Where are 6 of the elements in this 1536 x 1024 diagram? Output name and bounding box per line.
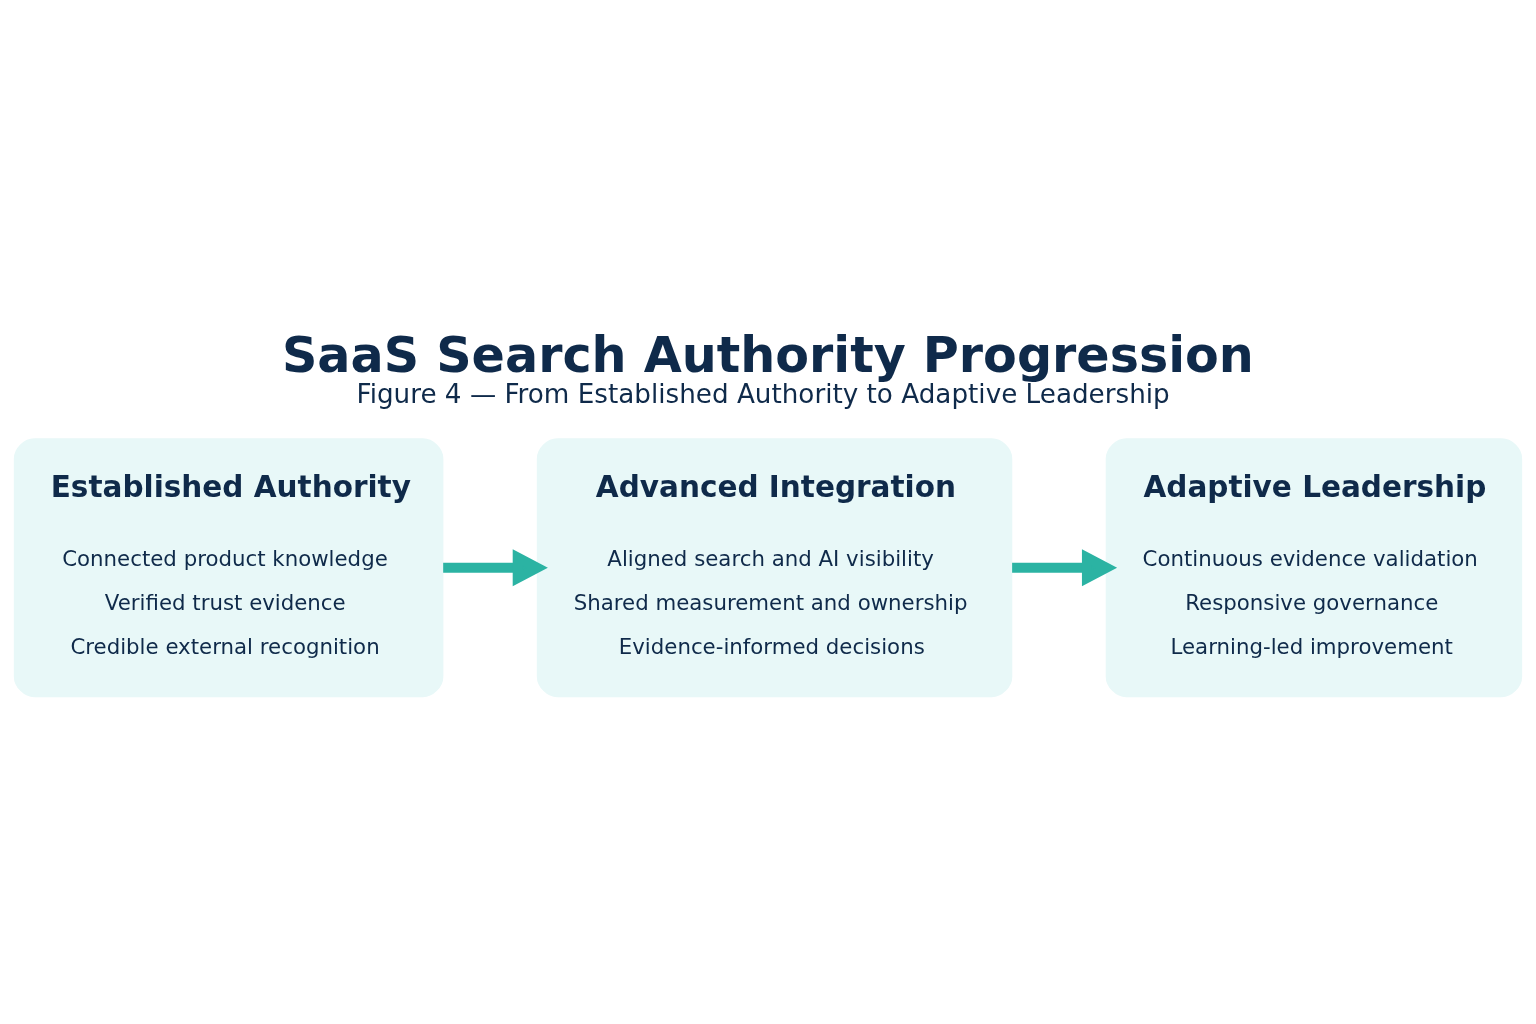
- diagram-title: SaaS Search Authority Progression: [281, 325, 1254, 384]
- arrow: [443, 549, 548, 587]
- arrow: [1012, 549, 1118, 587]
- node-box: Established Authority Connected product knowledge Verified trust evidence Credible external recognition: [13, 438, 444, 698]
- node-box: Advanced Integration Aligned search and AI visibility Shared measurement and ownership Evidence-informed decisions: [536, 438, 1013, 698]
- node-box: Adaptive Leadership Continuous evidence validation Responsive governance Learning-led improvement: [1105, 438, 1523, 698]
